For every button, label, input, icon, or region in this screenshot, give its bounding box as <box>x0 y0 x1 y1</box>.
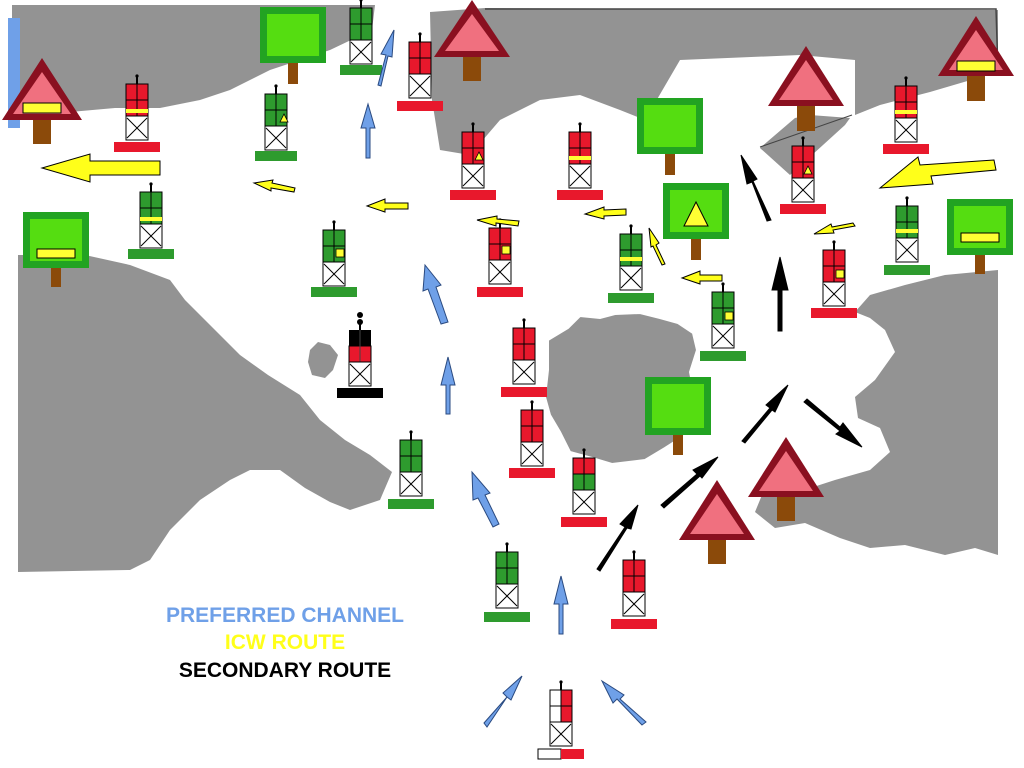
green-can-buoy-icon <box>884 196 930 275</box>
buoys <box>114 0 930 760</box>
green-can-buoy-icon <box>484 542 530 622</box>
legend-icw-label: ICW ROUTE <box>224 631 346 654</box>
land-masses <box>12 5 998 572</box>
black-arrow-icon <box>596 154 863 572</box>
green-square-daymark-icon <box>260 7 326 84</box>
land-right-spit <box>760 115 850 175</box>
red-triangle-daymark-icon <box>768 46 844 131</box>
red-nun-buoy-icon <box>477 218 523 297</box>
red-nun-buoy-icon <box>501 318 547 397</box>
isolated-danger-buoy-icon <box>337 312 383 398</box>
safe-water-buoy-icon <box>537 680 584 760</box>
red-triangle-daymark-with-bar-icon <box>938 16 1014 101</box>
green-can-buoy-icon <box>255 84 297 161</box>
green-square-daymark-icon <box>637 98 703 175</box>
green-over-red-preferred-buoy-icon <box>561 448 607 527</box>
land-top-center <box>430 8 998 155</box>
red-triangle-daymark-icon <box>434 0 510 81</box>
legend-preferred-label: PREFERRED CHANNEL <box>165 604 404 627</box>
legend-icw-route: ICW ROUTE <box>150 631 420 655</box>
green-square-daymark-with-bar-icon <box>23 212 89 287</box>
green-can-buoy-icon <box>700 282 746 361</box>
yellow-arrow-icon <box>40 153 997 285</box>
legend-secondary-route: SECONDARY ROUTE <box>150 659 420 683</box>
green-over-red-preferred-buoy-icon <box>397 32 443 111</box>
green-square-daymark-with-triangle-icon <box>663 183 729 260</box>
red-nun-buoy-icon <box>611 550 657 629</box>
red-triangle-daymark-icon <box>748 437 824 521</box>
legend-preferred-channel: PREFERRED CHANNEL <box>150 604 420 628</box>
legend-secondary-label: SECONDARY ROUTE <box>178 659 392 682</box>
red-nun-buoy-icon <box>811 240 857 318</box>
green-can-buoy-icon <box>128 182 174 259</box>
blue-arrow-icon <box>360 29 647 728</box>
route-arrows <box>40 29 997 728</box>
daymarks <box>2 0 1014 564</box>
red-triangle-daymark-with-bar-icon <box>2 58 82 144</box>
green-square-daymark-with-bar-icon <box>947 199 1013 274</box>
land-left <box>18 255 392 572</box>
land-right <box>755 270 998 555</box>
green-can-buoy-icon <box>311 220 357 297</box>
red-nun-buoy-icon <box>509 400 555 478</box>
green-can-buoy-icon <box>340 0 382 75</box>
green-square-daymark-icon <box>645 377 711 455</box>
red-nun-buoy-icon <box>780 136 826 214</box>
green-can-buoy-icon <box>388 430 434 509</box>
green-can-buoy-icon <box>608 224 654 303</box>
red-nun-buoy-icon <box>450 122 496 200</box>
red-nun-buoy-icon <box>557 122 603 200</box>
red-nun-buoy-icon <box>883 76 929 154</box>
red-triangle-daymark-icon <box>679 480 755 564</box>
land-small-islet <box>308 342 338 378</box>
red-nun-buoy-icon <box>114 74 160 152</box>
